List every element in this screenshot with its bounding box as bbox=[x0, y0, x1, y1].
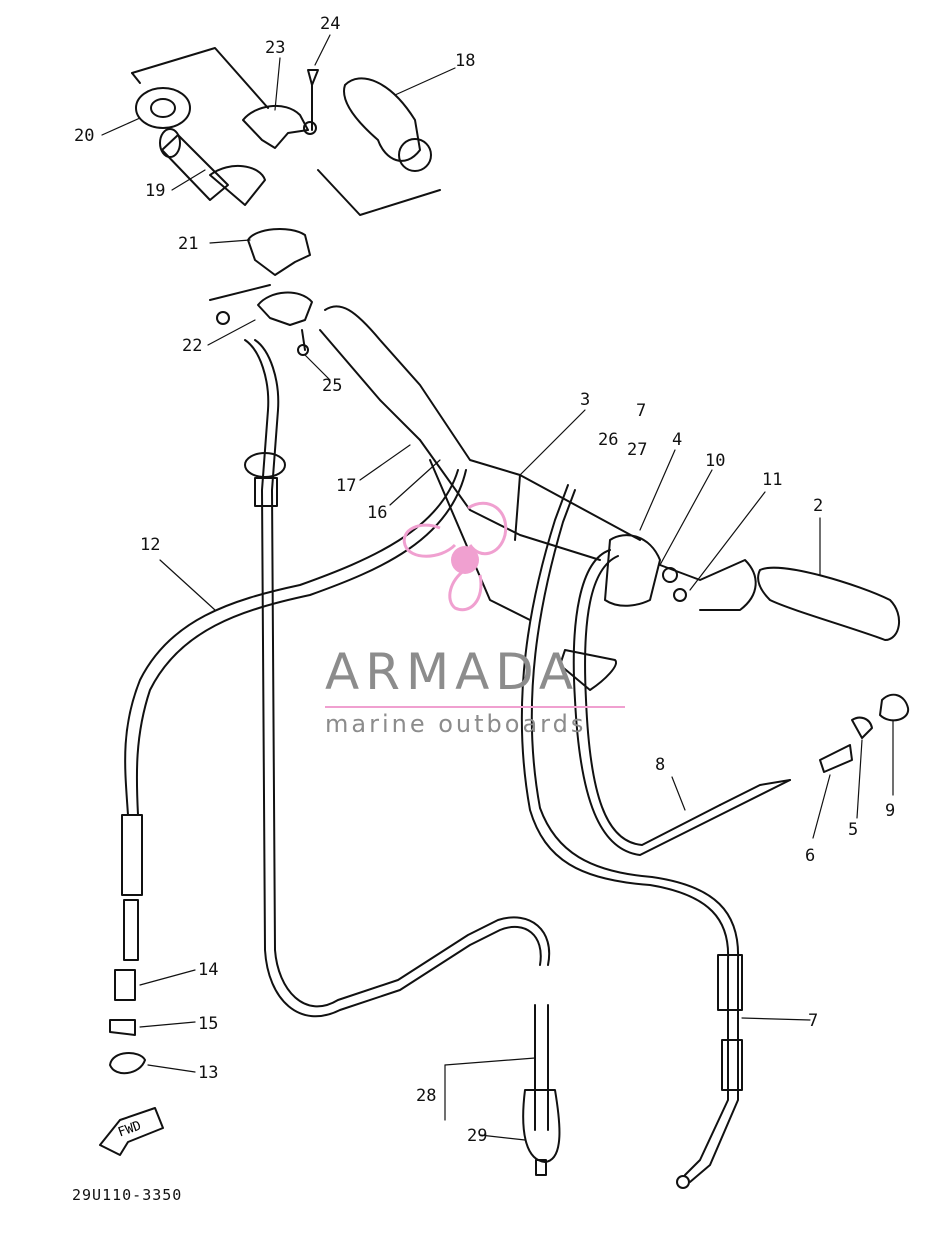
part-label: 7 bbox=[636, 401, 647, 421]
cable-7 bbox=[520, 484, 743, 1189]
lever-holder-cover bbox=[242, 104, 309, 149]
grip-end-washer bbox=[135, 87, 191, 129]
part-label: 12 bbox=[140, 535, 161, 555]
part-label: 8 bbox=[655, 755, 666, 775]
left-grip-assembly bbox=[131, 47, 441, 356]
part-label: 28 bbox=[416, 1086, 437, 1106]
part-label: 6 bbox=[805, 846, 816, 866]
part-label: 10 bbox=[705, 451, 726, 471]
leader-lines bbox=[101, 34, 894, 1141]
watermark-tagline: marine outboards bbox=[325, 710, 587, 738]
part-label: 23 bbox=[265, 38, 286, 58]
part-label: 24 bbox=[320, 14, 341, 34]
armada-propeller-icon bbox=[402, 501, 508, 612]
part-label: 14 bbox=[198, 960, 219, 980]
part-label: 7 bbox=[808, 1011, 819, 1031]
part-label: 22 bbox=[182, 336, 203, 356]
part-label: 27 bbox=[627, 440, 648, 460]
right-grip-assembly bbox=[604, 534, 900, 641]
watermark-brand: ARMADA bbox=[325, 643, 580, 701]
part-label: 19 bbox=[145, 181, 166, 201]
part-label: 2 bbox=[813, 496, 824, 516]
part-label: 13 bbox=[198, 1063, 219, 1083]
right-grip-2 bbox=[757, 566, 900, 641]
watermark-rule bbox=[325, 706, 625, 708]
part-label: 15 bbox=[198, 1014, 219, 1034]
part-label: 25 bbox=[322, 376, 343, 396]
left-grip bbox=[161, 134, 229, 201]
part-label: 21 bbox=[178, 234, 199, 254]
part-label: 9 bbox=[885, 801, 896, 821]
part-label: 26 bbox=[598, 430, 619, 450]
part-label: 4 bbox=[672, 430, 683, 450]
part-label: 20 bbox=[74, 126, 95, 146]
fwd-arrow bbox=[99, 1107, 164, 1156]
right-grip-20 bbox=[343, 77, 421, 162]
cable-5 bbox=[244, 339, 561, 1176]
part-label: 5 bbox=[848, 820, 859, 840]
cable-8 bbox=[559, 549, 791, 856]
part-label: 16 bbox=[367, 503, 388, 523]
part-label: 17 bbox=[336, 476, 357, 496]
part-label: 11 bbox=[762, 470, 783, 490]
part-label: 29 bbox=[467, 1126, 488, 1146]
part-label: 3 bbox=[580, 390, 591, 410]
small-parts bbox=[819, 693, 910, 773]
reference-code: 29U110-3350 bbox=[72, 1186, 183, 1204]
throttle-housing-lower bbox=[257, 291, 313, 326]
part-label: 18 bbox=[455, 51, 476, 71]
small-parts-left bbox=[109, 969, 146, 1075]
